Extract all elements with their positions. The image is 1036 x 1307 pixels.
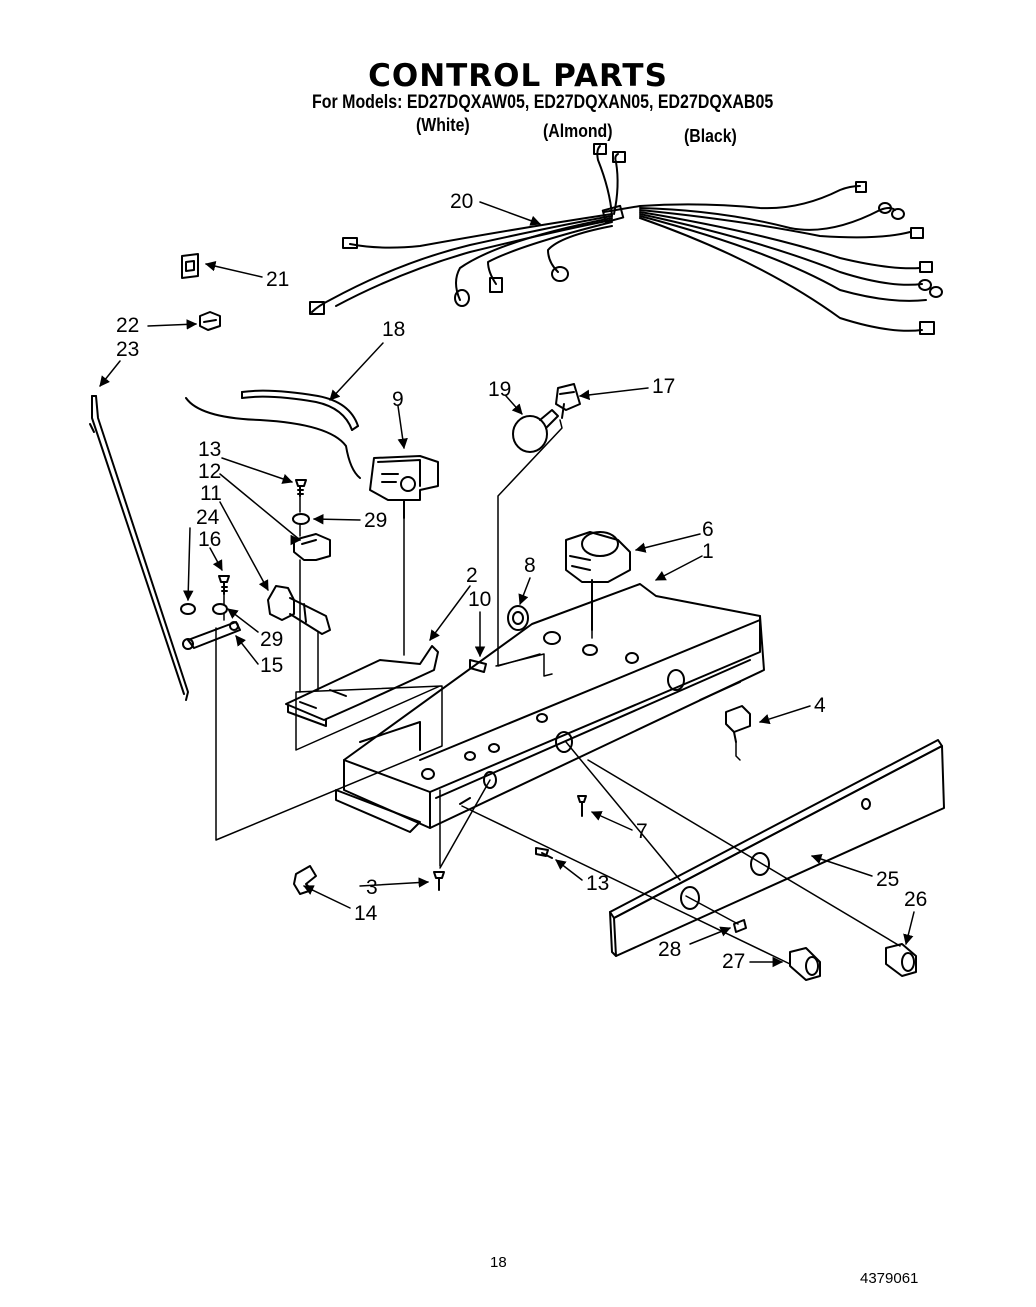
alignment-lines [215, 419, 901, 965]
document-number: 4379061 [860, 1270, 919, 1287]
part-13-screw-upper [295, 479, 307, 497]
variant-white: (White) [416, 115, 470, 135]
callout-29-upper: 29 [364, 509, 387, 532]
part-26-knob [885, 943, 917, 977]
part-16-screw [218, 575, 230, 595]
models-line: For Models: ED27DQXAW05, ED27DQXAN05, ED… [312, 92, 774, 113]
callout-28: 28 [658, 938, 681, 961]
part-1-control-housing [335, 583, 765, 833]
part-8-grommet [507, 605, 529, 631]
callout-10: 10 [468, 588, 491, 611]
callout-15: 15 [260, 654, 283, 677]
leader-arrows [99, 201, 915, 968]
callout-22: 22 [116, 314, 139, 337]
page-title: CONTROL PARTS [368, 58, 668, 94]
callout-3: 3 [366, 876, 378, 899]
callout-7: 7 [636, 820, 648, 843]
part-22-clamp [199, 311, 221, 331]
part-6-thermostat [565, 531, 631, 631]
callout-21: 21 [266, 268, 289, 291]
part-12-bracket [293, 533, 331, 561]
part-3-screw [433, 871, 445, 891]
callout-12: 12 [198, 460, 221, 483]
callout-6: 6 [702, 518, 714, 541]
part-17-lamp-socket [555, 383, 581, 419]
callout-14: 14 [354, 902, 378, 925]
callout-18: 18 [382, 318, 405, 341]
callout-16: 16 [198, 528, 221, 551]
part-13-screw-lower [535, 847, 553, 859]
variant-almond: (Almond) [543, 121, 613, 141]
part-7-screw [577, 795, 587, 817]
part-21-clip [181, 253, 199, 279]
part-11-control-shaft [267, 585, 331, 635]
callout-4: 4 [814, 694, 826, 717]
callout-labels: 20 21 22 23 18 9 19 17 13 12 11 29 24 16… [116, 190, 927, 973]
variant-black: (Black) [684, 126, 737, 146]
callout-24: 24 [196, 506, 220, 529]
part-28-pad [733, 919, 747, 933]
callout-25: 25 [876, 868, 899, 891]
callout-13-lower: 13 [586, 872, 609, 895]
part-10-screw [469, 659, 487, 673]
callout-29-lower: 29 [260, 628, 283, 651]
callout-8: 8 [524, 554, 536, 577]
part-24-washer [180, 603, 196, 615]
part-25-control-panel [609, 739, 945, 957]
callout-11: 11 [200, 482, 222, 505]
callout-26: 26 [904, 888, 927, 911]
page-number: 18 [490, 1254, 507, 1271]
callout-13-upper: 13 [198, 438, 221, 461]
callout-9: 9 [392, 388, 404, 411]
callout-20: 20 [450, 190, 473, 213]
part-9-thermostat [369, 455, 439, 519]
part-18-tube [185, 389, 361, 479]
wire-harness [309, 143, 943, 335]
part-29-washer-upper [292, 513, 310, 525]
part-19-bulb [512, 409, 559, 453]
part-29-washer-lower [212, 603, 228, 615]
part-4-switch [725, 705, 751, 743]
part-23-rod [89, 395, 189, 701]
callout-19: 19 [488, 378, 511, 401]
callout-23: 23 [116, 338, 139, 361]
part-27-knob [789, 947, 821, 981]
callout-2: 2 [466, 564, 478, 587]
callout-27: 27 [722, 950, 745, 973]
callout-1: 1 [702, 540, 714, 563]
part-2-mounting-bracket [285, 645, 439, 727]
callout-17: 17 [652, 375, 675, 398]
part-15-link-arm [182, 621, 241, 650]
